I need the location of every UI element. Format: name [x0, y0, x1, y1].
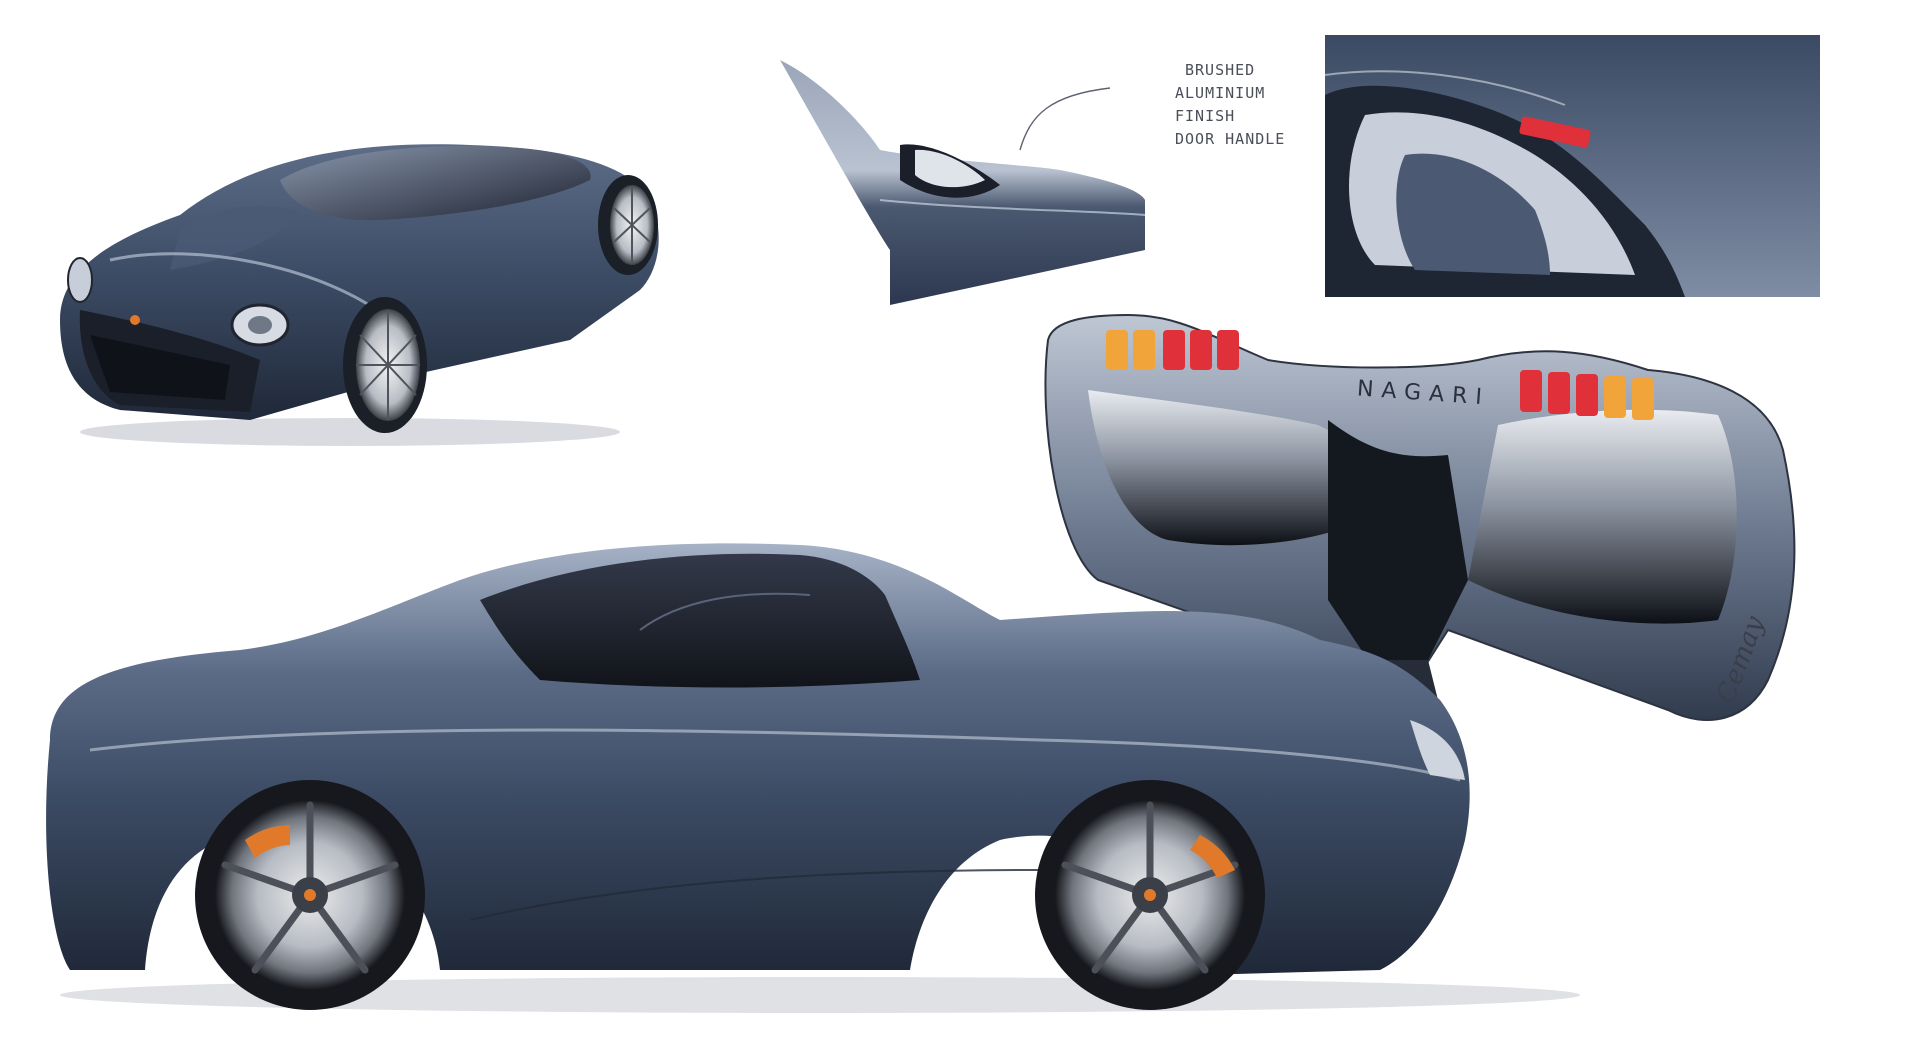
front-wheel-side — [1035, 780, 1265, 1010]
annotation-line-2: ALUMINIUM — [1175, 84, 1265, 102]
door-handle-annotation: BRUSHED ALUMINIUM FINISH DOOR HANDLE — [1175, 61, 1285, 148]
tail-lights-left — [1106, 330, 1239, 370]
rear-wheel — [598, 175, 658, 275]
annotation-line-1: BRUSHED — [1185, 61, 1255, 79]
tail-lights-right — [1520, 370, 1654, 420]
annotation-line-3: FINISH — [1175, 107, 1235, 125]
car-front-three-quarter-view — [50, 120, 670, 450]
rear-spoiler-detail — [1305, 35, 1820, 297]
door-handle-detail: BRUSHED ALUMINIUM FINISH DOOR HANDLE — [780, 20, 1300, 305]
car-side-profile-view — [40, 540, 1640, 1020]
annotation-line-4: DOOR HANDLE — [1175, 130, 1285, 148]
front-wheel — [343, 297, 427, 433]
rear-wheel-side — [195, 780, 425, 1010]
